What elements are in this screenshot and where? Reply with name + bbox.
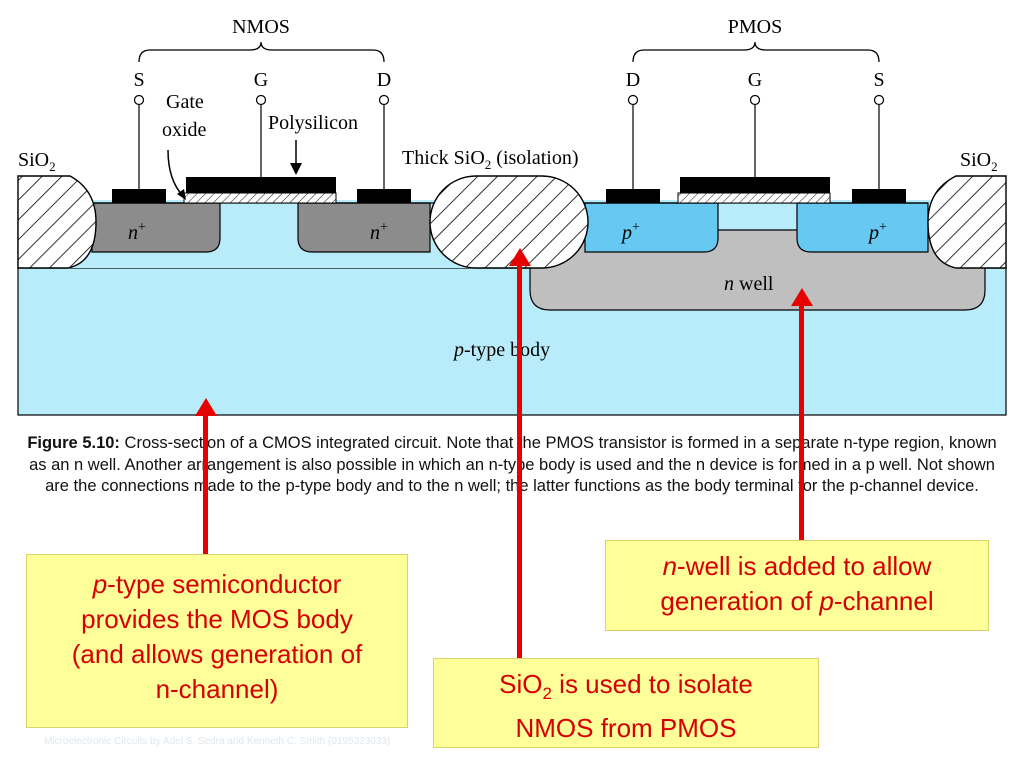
- polysilicon-label: Polysilicon: [268, 112, 358, 134]
- n-plus-source: [91, 202, 221, 253]
- callout-n-well: n-well is added to allow generation of p…: [605, 540, 989, 631]
- pmos-brace: [632, 41, 880, 63]
- n-plus-source-label: n+: [128, 220, 146, 244]
- nmos-terminal-g: G: [254, 69, 268, 91]
- pmos-drain-contact: [606, 189, 660, 203]
- figure-caption: Figure 5.10: Cross-section of a CMOS int…: [20, 433, 1004, 498]
- sio2-right-label: SiO2: [960, 149, 998, 174]
- nmos-terminal-s: S: [133, 69, 144, 91]
- pmos-gate-oxide: [677, 192, 831, 204]
- pmos-source-contact: [852, 189, 906, 203]
- pmos-terminal-d: D: [626, 69, 640, 91]
- p-plus-source-label: p+: [867, 220, 887, 244]
- caption-label: Figure 5.10:: [27, 434, 120, 452]
- n-well-label: n well: [724, 273, 774, 295]
- pmos-terminal-g: G: [748, 69, 762, 91]
- arrow-nwell-shaft: [799, 302, 804, 540]
- arrow-nwell-head-icon: [791, 288, 813, 306]
- arrow-sio2-shaft: [517, 262, 522, 658]
- arrow-body-shaft: [203, 410, 208, 555]
- gate-oxide-pointer: [167, 149, 184, 197]
- pmos-label: PMOS: [728, 16, 782, 38]
- arrow-body-head-icon: [195, 398, 217, 416]
- gate-oxide-label-line2: oxide: [162, 119, 207, 141]
- field-oxide-right: [927, 175, 1007, 269]
- p-plus-source: [796, 202, 929, 253]
- nmos-terminal-d: D: [377, 69, 391, 91]
- nmos-label: NMOS: [232, 16, 290, 38]
- pmos-gate-poly: [680, 177, 830, 193]
- callout-sio2-isolation: SiO2 is used to isolate NMOS from PMOS: [433, 658, 819, 748]
- caption-text: Cross-section of a CMOS integrated circu…: [29, 434, 997, 495]
- callout-p-body: p-type semiconductor provides the MOS bo…: [26, 554, 408, 728]
- field-oxide-left: [17, 175, 97, 269]
- nmos-gate-oxide: [183, 192, 337, 204]
- p-plus-drain-label: p+: [620, 220, 640, 244]
- thick-oxide-isolation: [429, 175, 589, 269]
- footer-credit: Microelectronic Circuits by Adel S. Sedr…: [44, 736, 391, 747]
- sio2-left-label: SiO2: [18, 149, 56, 174]
- nmos-gate-poly: [186, 177, 336, 193]
- n-plus-drain: [297, 202, 431, 253]
- n-plus-drain-label: n+: [370, 220, 388, 244]
- arrow-sio2-head-icon: [509, 248, 531, 266]
- p-type-body-label: p-type body: [452, 339, 550, 361]
- nmos-source-contact: [112, 189, 166, 203]
- nmos-drain-contact: [357, 189, 411, 203]
- thick-sio2-label: Thick SiO2 (isolation): [402, 147, 579, 172]
- nmos-brace: [138, 41, 385, 63]
- gate-oxide-label-line1: Gate: [166, 91, 204, 113]
- pmos-terminal-s: S: [873, 69, 884, 91]
- p-plus-drain: [584, 202, 719, 253]
